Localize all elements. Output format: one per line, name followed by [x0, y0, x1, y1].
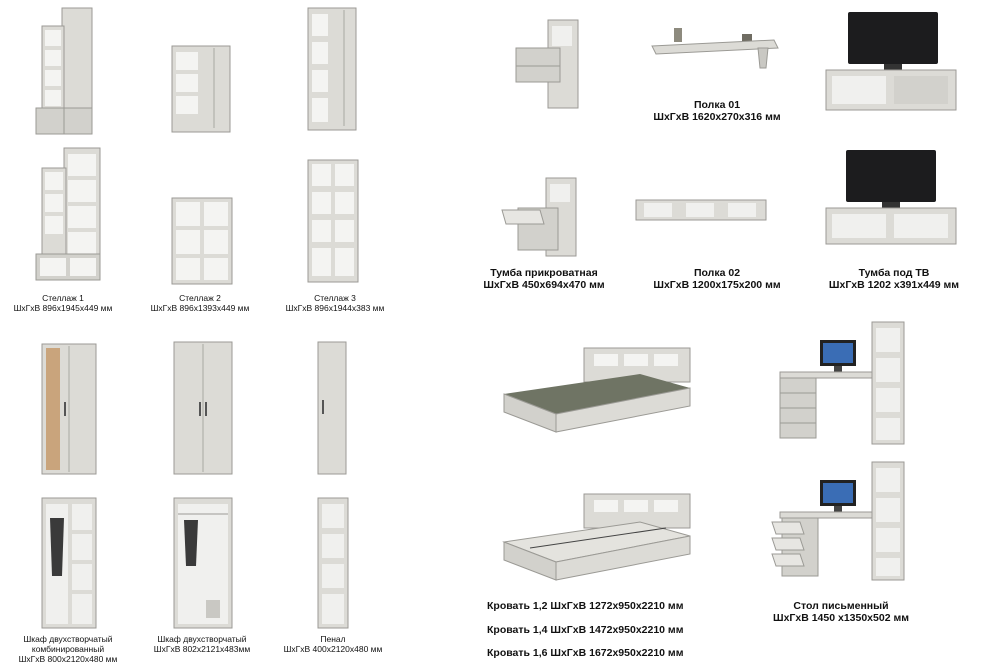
- tumba-bed-dims: ШхГхВ 450х694х470 мм: [483, 279, 605, 291]
- stellazh-3-dims: ШхГхВ 896х1944х383 мм: [285, 303, 385, 313]
- stellazh-1-dims: ШхГхВ 896х1945х449 мм: [13, 303, 113, 313]
- stellazh-1-image: [35, 7, 93, 135]
- tumba-bed-image: [515, 19, 579, 109]
- penal-name: Пенал: [320, 634, 346, 644]
- shkaf-combined-line1: Шкаф двухстворчатый: [23, 634, 113, 644]
- shkaf-combined-open-image: [41, 497, 97, 629]
- polka-01-caption: Полка 01 ШхГхВ 1620х270х316 мм: [642, 99, 792, 123]
- stellazh-1-caption: Стеллаж 1 ШхГхВ 896х1945х449 мм: [8, 293, 118, 313]
- penal-open-image: [317, 497, 349, 629]
- polka-01-image: [651, 28, 779, 69]
- tumba-tv-dims: ШхГхВ 1202 х391х449 мм: [828, 279, 960, 291]
- shkaf-combined-dims: ШхГхВ 800х2120х480 мм: [18, 654, 118, 664]
- tumba-tv-image: [825, 12, 957, 111]
- bed-frame-image: [502, 493, 691, 581]
- bed-1-2-caption: Кровать 1,2 ШхГхВ 1272х950х2210 мм: [487, 600, 684, 612]
- shkaf-2-dims: ШхГхВ 802х2121х483мм: [153, 644, 251, 654]
- shkaf-2-name: Шкаф двухстворчатый: [157, 634, 247, 644]
- penal-image: [317, 341, 347, 475]
- shkaf-2-image: [173, 341, 233, 475]
- tumba-tv-caption: Тумба под ТВ ШхГхВ 1202 х391х449 мм: [812, 267, 976, 291]
- penal-caption: Пенал ШхГхВ 400х2120х480 мм: [278, 634, 388, 654]
- tumba-bed-open-image: [501, 177, 577, 257]
- desk-image: [779, 321, 905, 445]
- shkaf-combined-caption: Шкаф двухстворчатый комбинированный ШхГх…: [6, 634, 130, 664]
- tumba-bed-name: Тумба прикроватная: [490, 267, 598, 279]
- stellazh-1-open-image: [35, 147, 101, 281]
- tumba-bed-caption: Тумба прикроватная ШхГхВ 450х694х470 мм: [474, 267, 614, 291]
- stellazh-3-caption: Стеллаж 3 ШхГхВ 896х1944х383 мм: [280, 293, 390, 313]
- stellazh-2-open-image: [171, 197, 233, 285]
- bed-1-6-caption: Кровать 1,6 ШхГхВ 1672х950х2210 мм: [487, 647, 684, 659]
- shkaf-combined-line2: комбинированный: [31, 644, 105, 654]
- stellazh-2-name: Стеллаж 2: [179, 293, 221, 303]
- bed-dressed-image: [503, 347, 691, 433]
- bed-1-4-caption: Кровать 1,4 ШхГхВ 1472х950х2210 мм: [487, 624, 684, 636]
- stellazh-2-dims: ШхГхВ 896х1393х449 мм: [150, 303, 250, 313]
- stellazh-1-name: Стеллаж 1: [42, 293, 84, 303]
- polka-02-dims: ШхГхВ 1200х175х200 мм: [653, 279, 781, 291]
- polka-02-name: Полка 02: [693, 267, 741, 279]
- polka-01-name: Полка 01: [693, 99, 741, 111]
- stellazh-2-caption: Стеллаж 2 ШхГхВ 896х1393х449 мм: [145, 293, 255, 313]
- stellazh-3-name: Стеллаж 3: [314, 293, 356, 303]
- shkaf-combined-image: [41, 343, 97, 475]
- polka-02-caption: Полка 02 ШхГхВ 1200х175х200 мм: [642, 267, 792, 291]
- desk-open-image: [771, 461, 905, 581]
- stellazh-3-open-image: [307, 159, 359, 283]
- desk-caption: Стол письменный ШхГхВ 1450 х1350х502 мм: [756, 600, 926, 624]
- stellazh-3-image: [307, 7, 357, 131]
- shkaf-2-caption: Шкаф двухстворчатый ШхГхВ 802х2121х483мм: [140, 634, 264, 654]
- desk-dims: ШхГхВ 1450 х1350х502 мм: [773, 612, 909, 624]
- stellazh-2-image: [171, 45, 231, 133]
- desk-name: Стол письменный: [793, 600, 889, 612]
- polka-02-image: [635, 199, 767, 221]
- polka-01-dims: ШхГхВ 1620х270х316 мм: [653, 111, 781, 123]
- tumba-tv-name: Тумба под ТВ: [858, 267, 930, 279]
- tumba-tv-open-image: [825, 150, 957, 245]
- shkaf-2-open-image: [173, 497, 233, 629]
- penal-dims: ШхГхВ 400х2120х480 мм: [283, 644, 383, 654]
